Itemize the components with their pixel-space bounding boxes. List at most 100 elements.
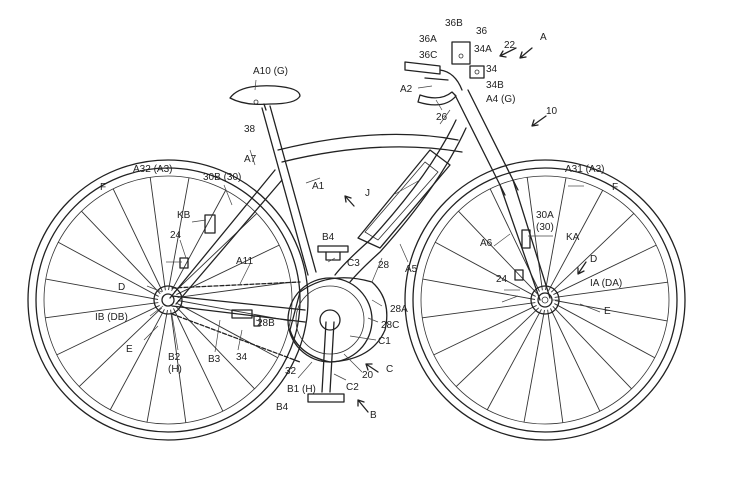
label-32: 32 (285, 366, 297, 377)
wheel-spoke (78, 307, 163, 387)
label-38: 38 (244, 124, 256, 135)
wheel-spoke (526, 177, 543, 291)
reference-labels: A10 (G) 38 A7 A1 30B (30) A32 (A3) F KB … (95, 18, 622, 421)
wheel-spoke (523, 309, 545, 423)
wheel-spoke (168, 177, 190, 291)
label-28a: 28A (390, 304, 408, 315)
label-b1: B1 (H) (287, 384, 316, 395)
wheel-spoke (176, 244, 280, 295)
wheel-spoke (45, 278, 159, 300)
label-a5: A5 (405, 264, 418, 275)
wheel-spoke (149, 177, 166, 291)
label-20: 20 (362, 370, 374, 381)
wheel-spoke (171, 190, 227, 291)
wheel-spoke (486, 309, 542, 410)
wheel-spoke (109, 309, 165, 410)
wheel-spoke (422, 278, 536, 300)
label-36a: 36A (419, 34, 437, 45)
label-a31: A31 (A3) (565, 164, 604, 175)
label-c3: C3 (347, 258, 360, 269)
wheel-spoke (554, 281, 668, 298)
label-b2h: (H) (168, 364, 182, 375)
label-a2: A2 (400, 84, 413, 95)
label-36b: 36B (445, 18, 463, 29)
wheel-spoke (545, 177, 567, 291)
label-a7: A7 (244, 154, 257, 165)
label-28: 28 (378, 260, 390, 271)
label-26: 26 (436, 112, 448, 123)
wheel-spoke (433, 305, 537, 356)
label-a-arrow: A (540, 32, 547, 43)
chain (171, 281, 301, 363)
leader-lines (143, 79, 601, 381)
rear-wheel (27, 159, 309, 441)
wheel-spoke (548, 190, 604, 291)
label-a1: A1 (312, 181, 325, 192)
label-e-front: E (604, 306, 611, 317)
label-34: 34 (486, 64, 498, 75)
label-b4-bottom: B4 (276, 402, 289, 413)
wheel-spoke (550, 213, 635, 293)
label-c-arrow: C (386, 364, 393, 375)
wheel-spoke (173, 213, 258, 293)
wheel-spoke (112, 188, 163, 292)
label-34a: 34A (474, 44, 492, 55)
wheel-spoke (554, 303, 655, 359)
wheel-spoke (81, 210, 161, 295)
label-a32: A32 (A3) (133, 164, 172, 175)
wheel-spoke (422, 302, 536, 319)
label-ib: IB (DB) (95, 312, 128, 323)
label-ia: IA (DA) (590, 278, 622, 289)
label-30a: 30A (536, 210, 554, 221)
label-j: J (365, 188, 370, 199)
wheel-spoke (45, 302, 159, 319)
wheel-spoke (146, 309, 168, 423)
wheel-spoke (435, 241, 536, 297)
battery-pack (357, 149, 451, 249)
front-wheel (404, 159, 686, 441)
label-24-rear: 24 (170, 230, 182, 241)
wheel-spoke (58, 241, 159, 297)
label-d-front: D (590, 254, 597, 265)
label-a6: A6 (480, 238, 493, 249)
saddle (229, 85, 301, 111)
drive-unit (287, 245, 388, 403)
label-a4: A4 (G) (486, 94, 515, 105)
label-c2: C2 (346, 382, 359, 393)
label-34-chain: 34 (236, 352, 248, 363)
wheel-spoke (554, 300, 668, 322)
wheel-spoke (553, 244, 657, 295)
label-30: (30) (536, 222, 554, 233)
label-c1: C1 (378, 336, 391, 347)
wheel-spoke (173, 308, 224, 412)
label-f-rear: F (100, 182, 106, 193)
wheel-spoke (550, 308, 601, 412)
wheel-spoke (177, 303, 278, 359)
wheel-spoke (175, 305, 255, 390)
label-f-front: F (612, 182, 618, 193)
label-36: 36 (476, 26, 488, 37)
wheel-spoke (170, 309, 187, 423)
wheel-spoke (177, 281, 291, 298)
label-e-rear: E (126, 344, 133, 355)
label-b2: B2 (168, 352, 181, 363)
wheel-spoke (458, 210, 538, 295)
label-28b: 28B (257, 318, 275, 329)
wheel-spoke (455, 307, 540, 387)
sensors (179, 214, 531, 327)
label-34b: 34B (486, 80, 504, 91)
label-22: 22 (504, 40, 516, 51)
direction-arrows (344, 47, 587, 413)
label-10: 10 (546, 106, 558, 117)
frame (169, 89, 551, 323)
wheel-spoke (547, 309, 564, 423)
label-ka: KA (566, 232, 580, 243)
label-24-front: 24 (496, 274, 508, 285)
label-a11: A11 (236, 256, 253, 267)
label-d-rear: D (118, 282, 125, 293)
label-b-arrow: B (370, 410, 377, 421)
wheel-spoke (552, 305, 632, 390)
handlebar (404, 41, 485, 106)
label-b4-top: B4 (322, 232, 335, 243)
